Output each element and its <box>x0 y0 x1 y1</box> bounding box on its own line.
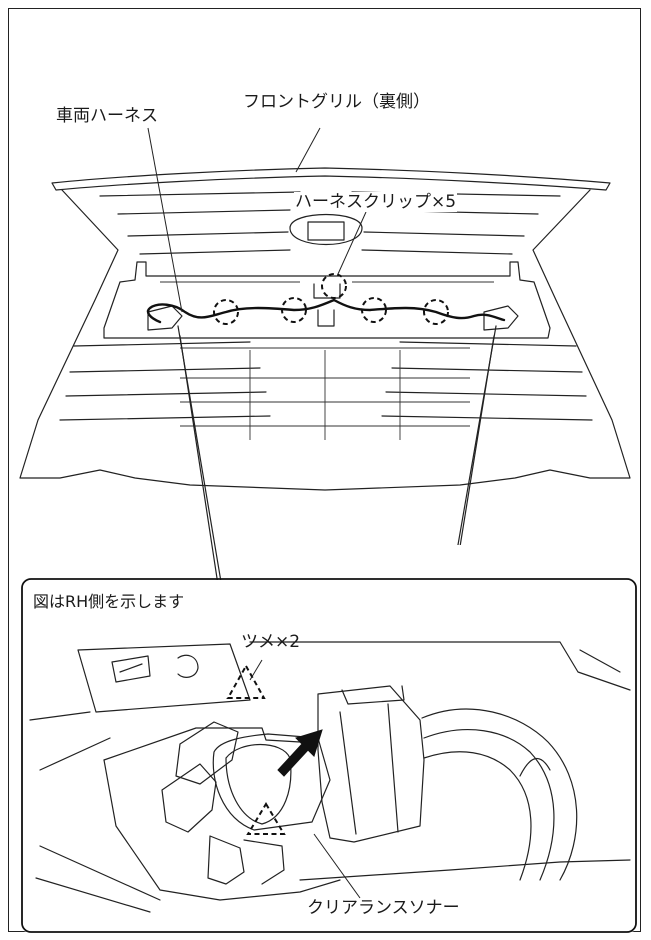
front-grille-leader <box>295 127 321 173</box>
claws-label: ツメ×2 <box>241 632 301 652</box>
front-grille-back-label: フロントグリル（裏側） <box>243 92 430 112</box>
rh-side-note: 図はRH側を示します <box>33 592 185 611</box>
vehicle-harness-label: 車両ハーネス <box>56 106 158 126</box>
claws-leader <box>249 659 263 681</box>
clearance-sonar-leader <box>313 833 361 899</box>
rh-sonar-detail-drawing <box>29 641 631 913</box>
harness-clips-leader <box>337 211 367 275</box>
detail-box <box>21 545 637 933</box>
vehicle-harness-leader <box>147 127 183 313</box>
front-grille-drawing <box>19 167 631 491</box>
harness-clips-label: ハーネスクリップ×5 <box>294 192 458 212</box>
clearance-sonar-label: クリアランスソナー <box>307 898 460 918</box>
